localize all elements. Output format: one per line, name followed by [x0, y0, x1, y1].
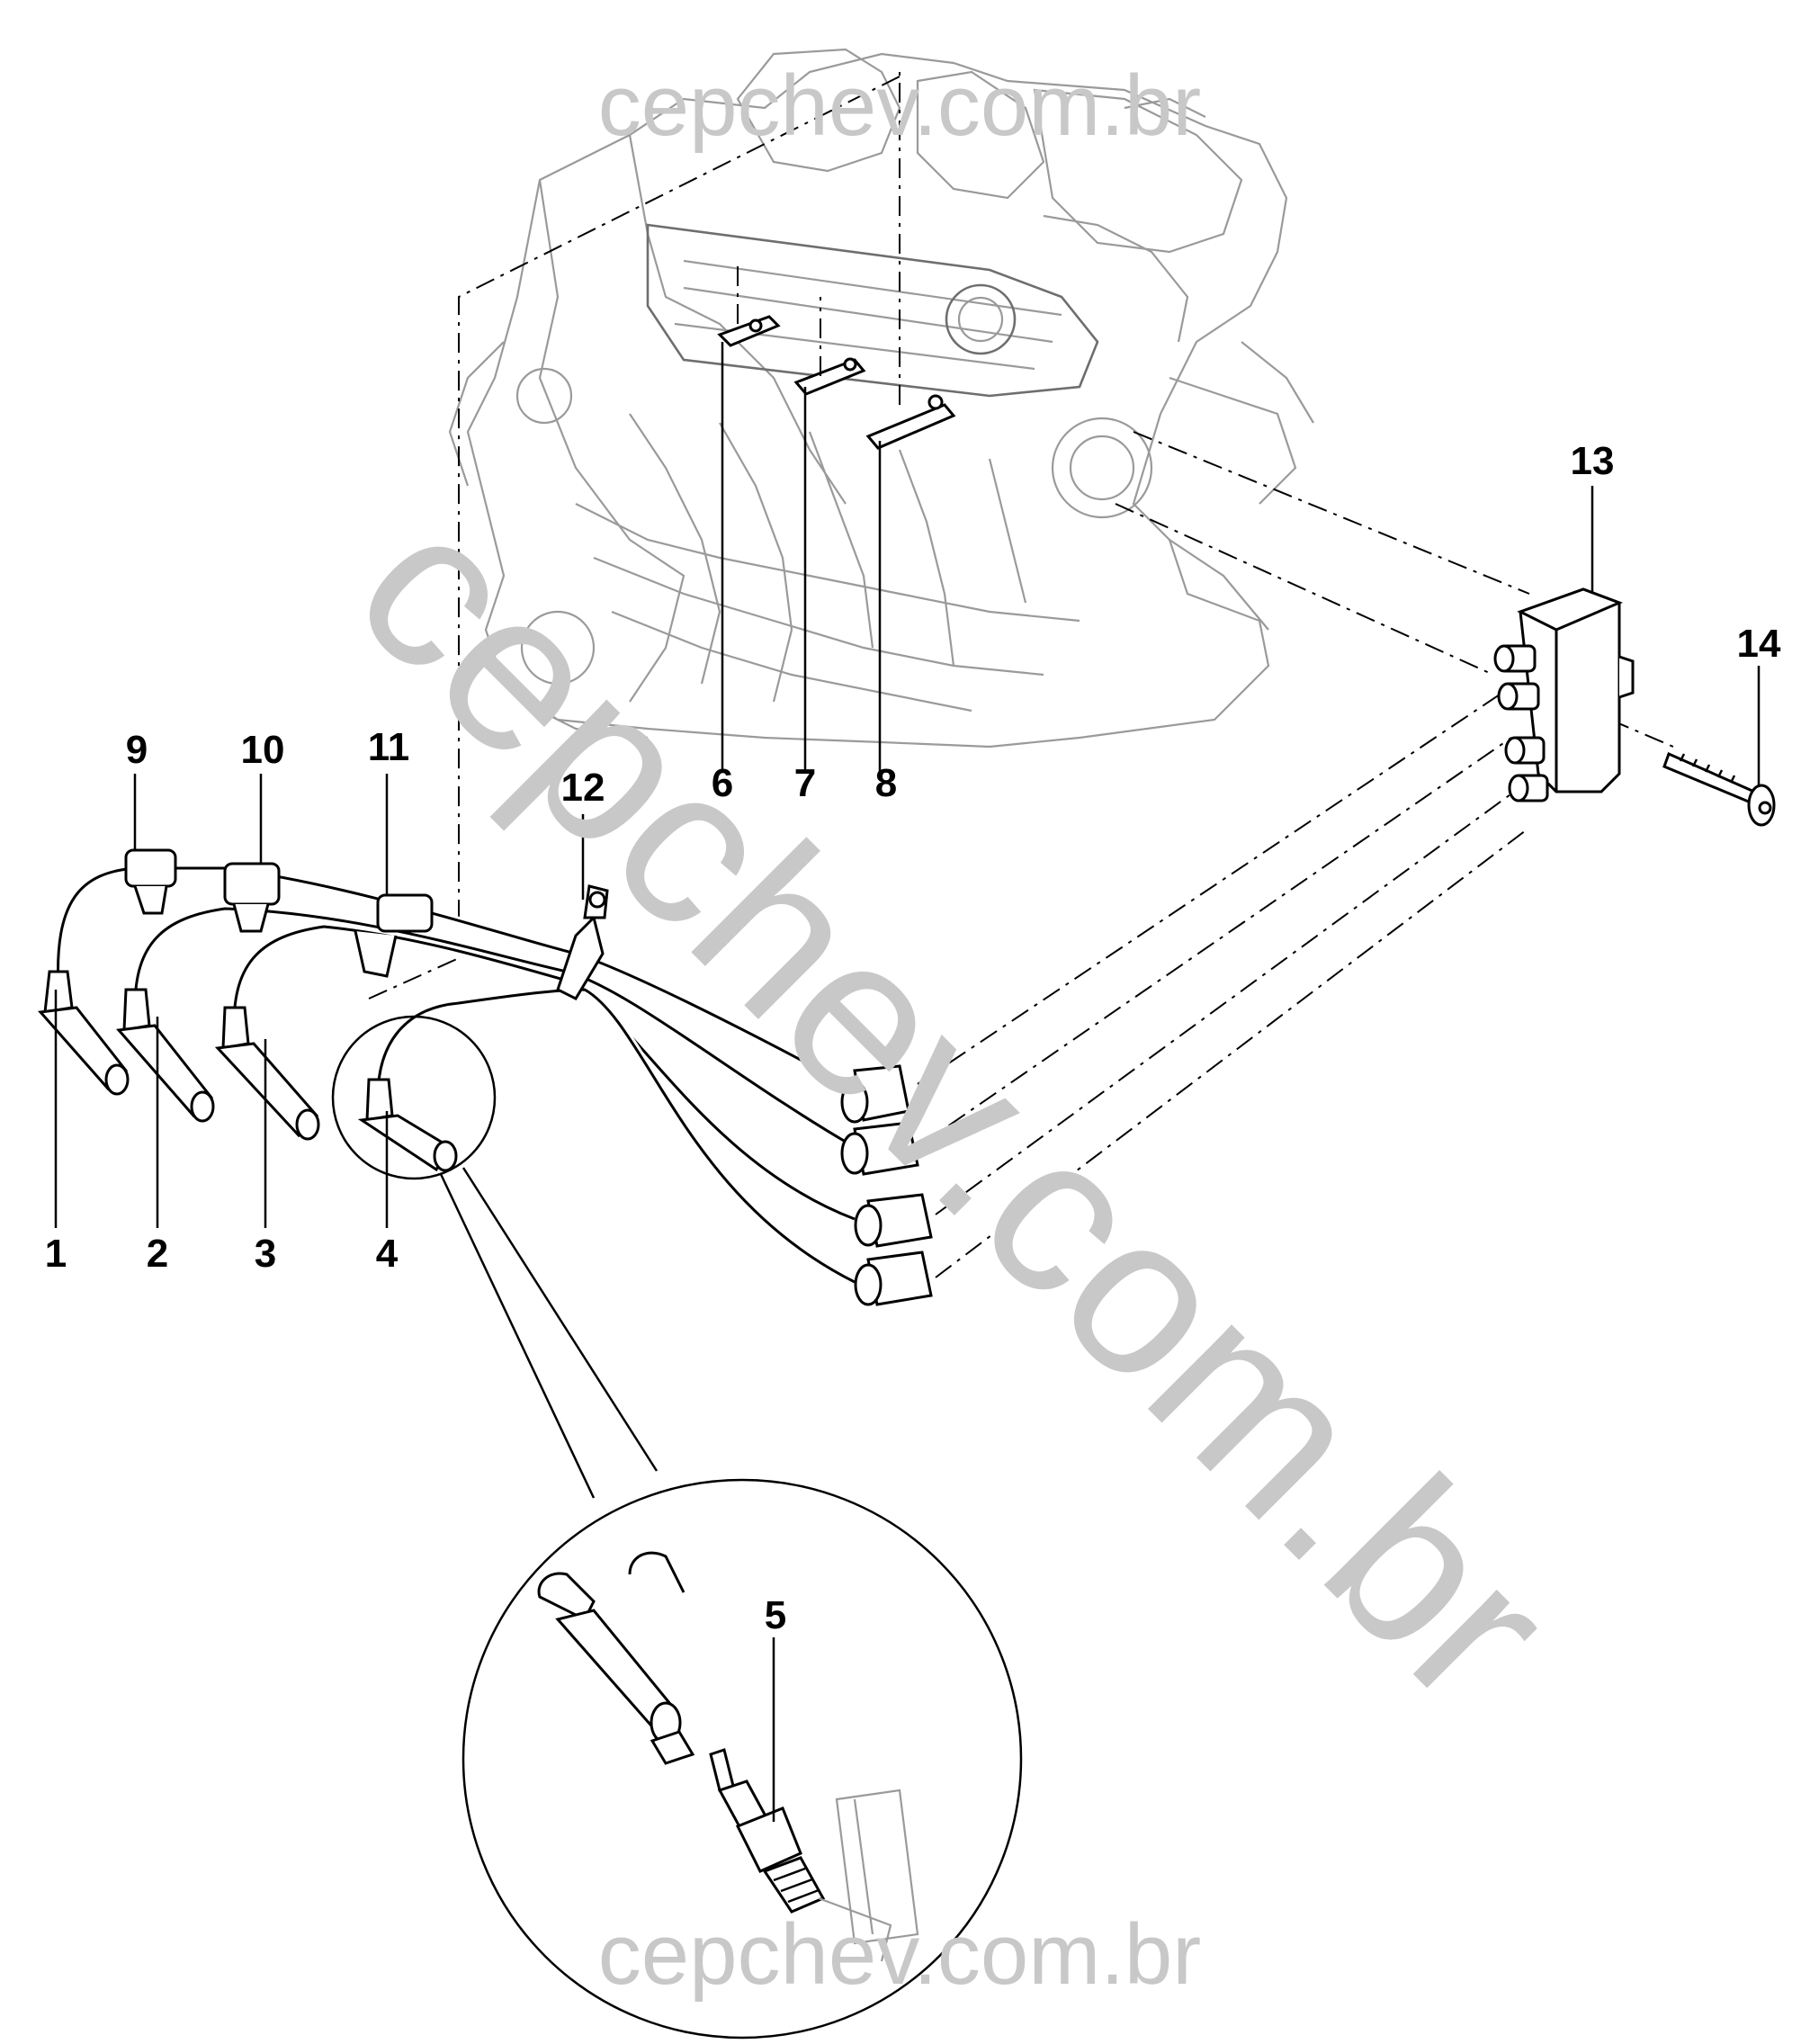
- detail-connector-right: [461, 1167, 659, 1472]
- callout-3: 3: [255, 1232, 276, 1276]
- tie-strap: [556, 884, 609, 1000]
- dash-engine-coil-2: [1115, 503, 1494, 676]
- dash-coil-boot-1: [917, 692, 1503, 1085]
- watermark-bottom: cepchev.com.br: [598, 1906, 1202, 2003]
- callout-7: 7: [794, 761, 816, 805]
- dash-coil-boot-3: [935, 786, 1521, 1215]
- callout-14: 14: [1737, 622, 1781, 666]
- bracket-6: [717, 315, 781, 347]
- engine-block: [448, 48, 1314, 749]
- callout-2: 2: [147, 1232, 168, 1276]
- callout-9: 9: [126, 728, 148, 772]
- detail-boot: [537, 1551, 695, 1765]
- wire-clip-10: [223, 862, 281, 933]
- plug-boot-2: [116, 988, 215, 1123]
- dash-coil-boot-4: [935, 827, 1530, 1278]
- callout-8: 8: [875, 761, 897, 805]
- cylinder-head-detail: [818, 1788, 919, 1962]
- bracket-8: [865, 394, 956, 450]
- detail-connector-left: [439, 1173, 596, 1499]
- coil-boot-4: [854, 1251, 933, 1306]
- plug-boot-3: [214, 1006, 320, 1141]
- callout-6: 6: [712, 761, 733, 805]
- watermark-top: cepchev.com.br: [598, 58, 1202, 154]
- wire-clip-11: [354, 893, 434, 978]
- callout-5: 5: [765, 1593, 786, 1637]
- coil-boot-3: [854, 1193, 933, 1248]
- detail-focus-circle: [331, 1015, 497, 1180]
- callout-4: 4: [376, 1232, 399, 1276]
- callout-11: 11: [368, 725, 410, 769]
- plug-boot-4: [357, 1078, 458, 1172]
- spark-plug: [709, 1748, 826, 1914]
- coil-bolt: [1662, 751, 1776, 827]
- watermark-diagonal: cepchev.com.br: [310, 462, 1599, 1750]
- dash-engine-coil-1: [1133, 431, 1530, 595]
- dash-engine-harness: [458, 76, 901, 918]
- detail-magnifier-circle: [461, 1478, 1023, 2040]
- callout-10: 10: [241, 728, 285, 772]
- bracket-7: [793, 357, 866, 396]
- callout-1: 1: [45, 1232, 67, 1276]
- dash-coil-bolt: [1609, 719, 1674, 748]
- callout-12: 12: [561, 766, 605, 810]
- dash-harness-short: [368, 957, 460, 1000]
- wire-clip-9: [124, 848, 177, 915]
- ignition-coil: [1493, 587, 1635, 802]
- callout-13: 13: [1571, 439, 1615, 483]
- coil-boot-1: [840, 1064, 910, 1124]
- dash-coil-boot-2: [917, 737, 1512, 1148]
- spark-plug-wire-harness: [53, 864, 857, 1286]
- coil-boot-2: [840, 1121, 919, 1176]
- plug-boot-1: [37, 970, 130, 1096]
